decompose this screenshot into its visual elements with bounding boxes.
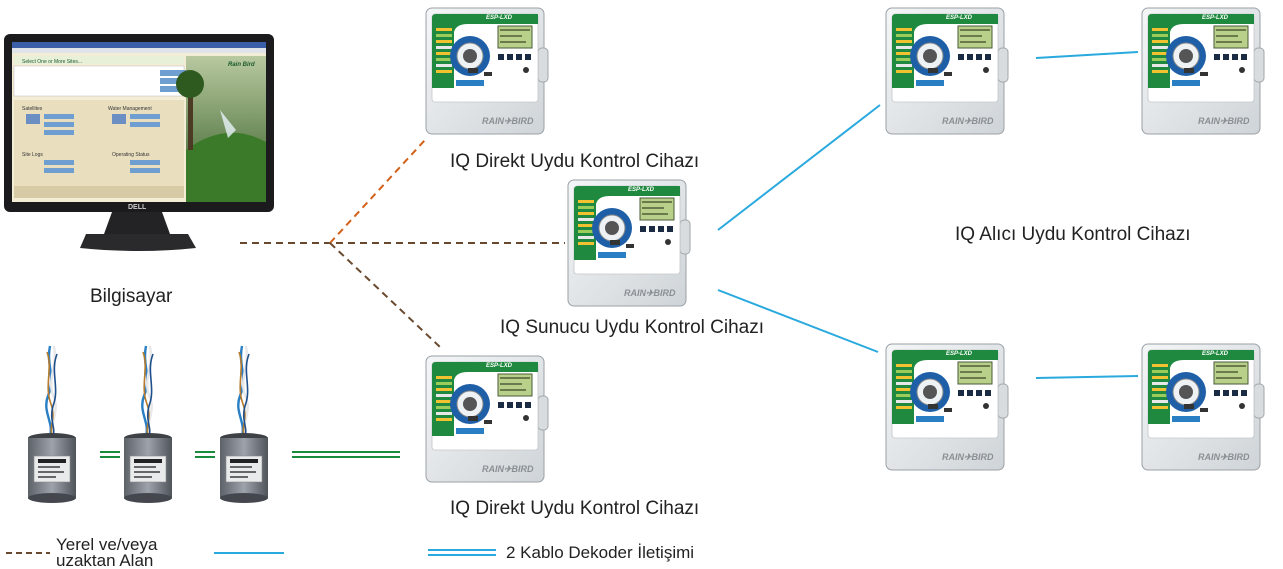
monitor-panel-satellites: Satellites xyxy=(22,106,43,112)
controller-model-text: ESP-LXD xyxy=(946,351,973,357)
monitor-brand: DELL xyxy=(128,204,147,211)
direct-link-to-top-controller xyxy=(329,139,426,244)
legend: Yerel ve/veya uzaktan Alan 2 Kablo Dekod… xyxy=(6,535,694,569)
two-wire-link-decoder-2-3 xyxy=(195,451,215,458)
controller-model-text: ESP-LXD xyxy=(486,363,513,369)
label-direct-top: IQ Direkt Uydu Kontrol Cihazı xyxy=(450,151,699,172)
wireless-link-server-to-receiver-bottom xyxy=(717,289,879,353)
label-computer: Bilgisayar xyxy=(90,286,173,307)
monitor-panel-sitelogs: Site Logs xyxy=(22,152,43,158)
wireless-link-receiver-top-pair xyxy=(1035,51,1139,59)
controller-brand-text: RAIN✈BIRD xyxy=(624,288,676,298)
controller-model-text: ESP-LXD xyxy=(486,15,513,21)
controller-model-text: ESP-LXD xyxy=(1202,351,1229,357)
monitor-panel-water: Water Management xyxy=(108,106,152,112)
label-server: IQ Sunucu Uydu Kontrol Cihazı xyxy=(500,317,764,338)
label-direct-bottom: IQ Direkt Uydu Kontrol Cihazı xyxy=(450,498,699,519)
decoder-2 xyxy=(122,344,174,505)
controller-brand-text: RAIN✈BIRD xyxy=(1198,116,1250,126)
monitor-header-text: Select One or More Sites... xyxy=(22,59,82,65)
monitor-panel-ops: Operating Status xyxy=(112,152,150,158)
controller-brand-text: RAIN✈BIRD xyxy=(942,116,994,126)
controller-brand-text: RAIN✈BIRD xyxy=(942,452,994,462)
controller-brand-text: RAIN✈BIRD xyxy=(482,116,534,126)
two-wire-link-decoder-1-2 xyxy=(100,451,120,458)
controller-model-text: ESP-LXD xyxy=(946,15,973,21)
controller-model-text: ESP-LXD xyxy=(1202,15,1229,21)
controller-model-text: ESP-LXD xyxy=(628,187,655,193)
local-link-to-bottom-controller xyxy=(329,242,441,348)
controller-brand-text: RAIN✈BIRD xyxy=(482,464,534,474)
wireless-link-receiver-bottom-pair xyxy=(1035,375,1139,379)
two-wire-link-decoder-to-controller xyxy=(292,451,400,458)
legend-local-remote-label: Yerel ve/veya uzaktan Alan xyxy=(56,535,162,569)
label-receiver: IQ Alıcı Uydu Kontrol Cihazı xyxy=(955,224,1191,245)
computer-monitor: Select One or More Sites... Satellites W… xyxy=(4,34,274,251)
legend-two-wire-label: 2 Kablo Dekoder İletişimi xyxy=(506,543,694,562)
wireless-link-server-to-receiver-top xyxy=(717,104,881,231)
controller-brand-text: RAIN✈BIRD xyxy=(1198,452,1250,462)
monitor-logo-text: Rain Bird xyxy=(228,62,255,68)
decoder-3 xyxy=(218,344,270,505)
decoder-1 xyxy=(26,344,78,505)
